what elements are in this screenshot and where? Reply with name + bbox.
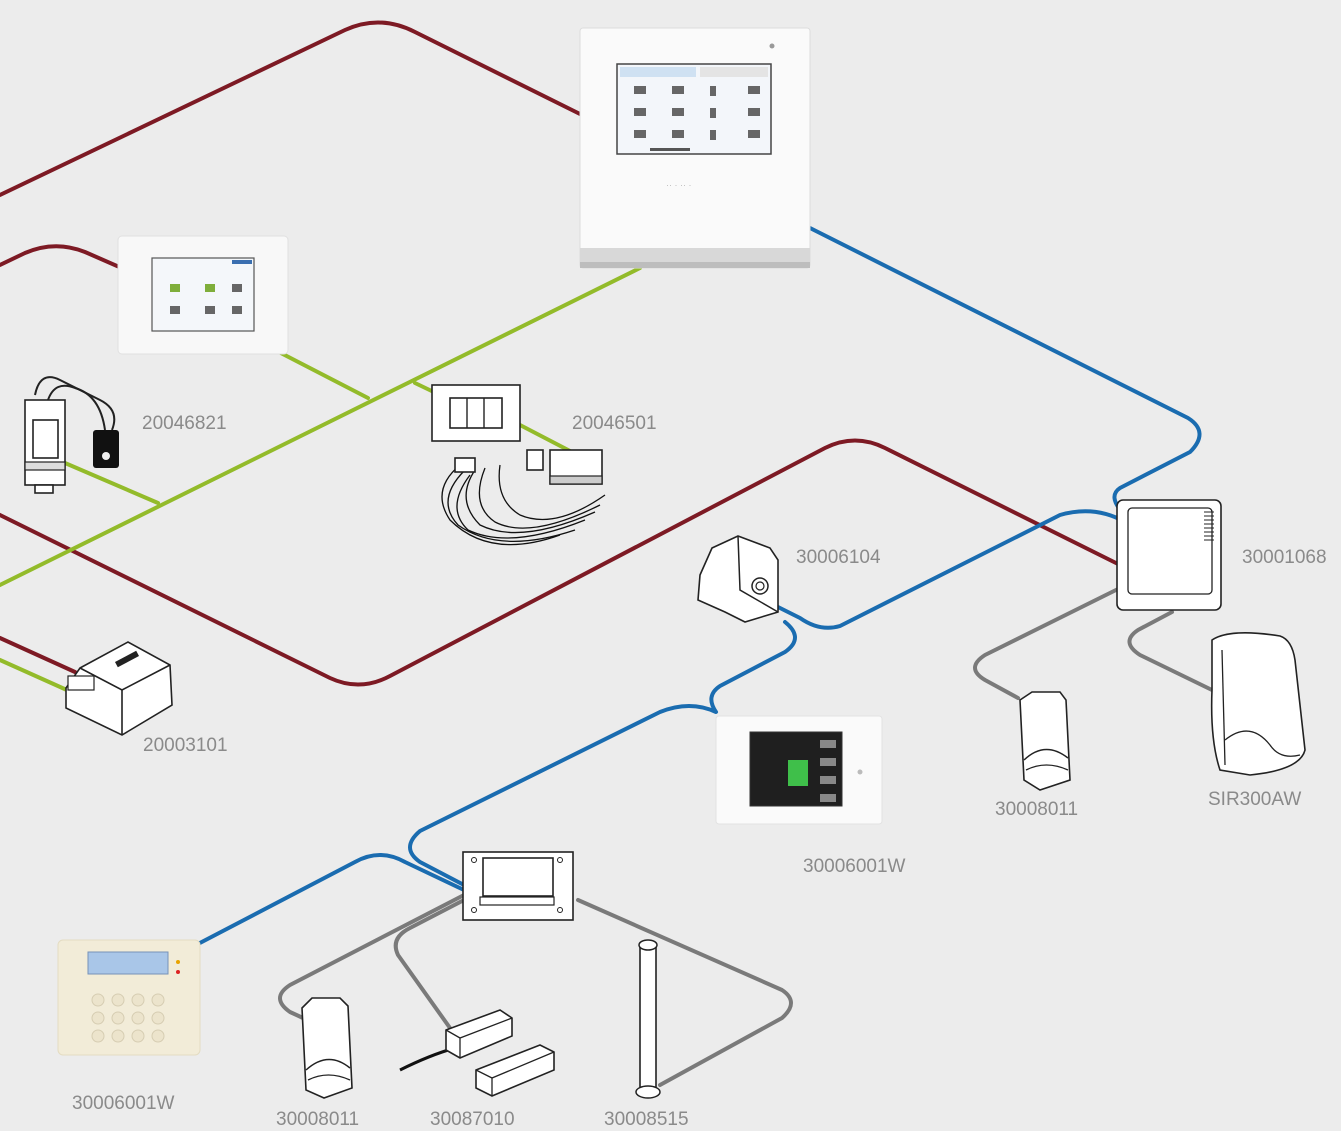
- flush-interface-20046501: [431, 384, 606, 546]
- blue-bus-lines: [194, 226, 1202, 947]
- gray-cables: [278, 586, 1214, 1087]
- sounder-30006104: [697, 535, 779, 623]
- label-30008011-right: 30008011: [995, 799, 1078, 820]
- blue-line-hub-to-sounder: [776, 509, 1127, 630]
- green-line-din: [56, 458, 160, 505]
- green-line-panel: [273, 348, 370, 400]
- small-panel-screen: [151, 257, 255, 332]
- beam-column-30008515: [635, 939, 661, 1099]
- red-bus-lines: [0, 20, 1122, 687]
- gray-exp-to-pir: [278, 893, 466, 1020]
- magnetic-contact-30087010: [399, 1009, 555, 1097]
- svg-text:·· · ·· ·: ·· · ·· ·: [666, 180, 691, 190]
- gray-hub-to-siren: [1127, 610, 1214, 692]
- red-line-lower: [0, 636, 77, 674]
- pir-detector-right: [1019, 691, 1071, 791]
- control-hub-30001068: [1116, 499, 1222, 611]
- blue-line-console-to-hub: [808, 226, 1202, 514]
- label-sir300aw: SIR300AW: [1208, 789, 1301, 810]
- green-line-module: [518, 423, 572, 453]
- label-20046821: 20046821: [142, 413, 227, 434]
- device-labels: 20046821 20046501 30006104 30001068 2000…: [72, 413, 1327, 1130]
- blue-line-to-keypad: [194, 853, 466, 947]
- label-20003101: 20003101: [143, 735, 228, 756]
- green-bus-lines: [0, 266, 642, 697]
- label-30006001w-panel: 30006001W: [803, 856, 906, 877]
- console-screen: [616, 63, 772, 155]
- lcd-display: [87, 951, 169, 975]
- green-line-lower: [0, 658, 80, 697]
- gray-hub-to-pir: [973, 586, 1122, 700]
- touch-console-device: ·· · ·· ·: [579, 27, 811, 269]
- label-30008011-bottom: 30008011: [276, 1109, 359, 1130]
- label-30001068: 30001068: [1242, 547, 1327, 568]
- red-line-main: [0, 438, 1122, 687]
- gray-exp-to-column: [576, 898, 793, 1087]
- red-line-top: [0, 20, 584, 197]
- green-line-diagonal: [0, 266, 642, 587]
- label-20046501: 20046501: [572, 413, 657, 434]
- label-30008515: 30008515: [604, 1109, 689, 1130]
- touch-keypad-device: [715, 715, 883, 825]
- lcd-keypad-device: [57, 939, 201, 1056]
- blue-line-to-touch: [408, 620, 797, 887]
- small-touch-panel-device: [117, 235, 289, 355]
- label-30006001w-keypad: 30006001W: [72, 1093, 175, 1114]
- din-module-20046821: [24, 376, 119, 494]
- red-line-upper-panel: [0, 244, 142, 278]
- gray-exp-to-contact: [393, 898, 466, 1030]
- pir-detector-bottom: [301, 997, 353, 1099]
- label-30006104: 30006104: [796, 547, 881, 568]
- din-power-supply-20003101: [65, 641, 173, 736]
- outdoor-siren-sir300aw: [1210, 632, 1306, 776]
- expander-module: [462, 851, 574, 921]
- label-30087010: 30087010: [430, 1109, 515, 1130]
